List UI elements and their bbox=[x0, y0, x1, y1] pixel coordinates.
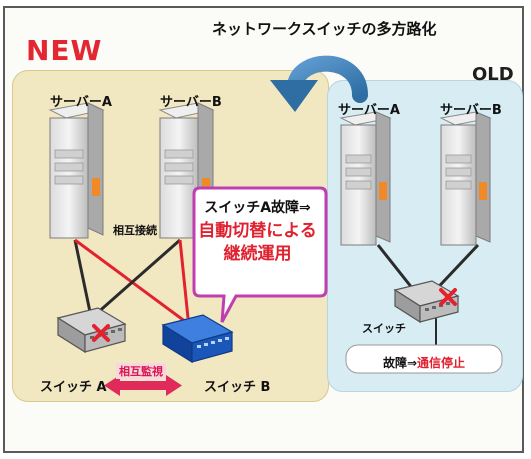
old-switch-label: スイッチ bbox=[362, 322, 406, 335]
interconnect-label: 相互接続 bbox=[113, 224, 157, 237]
new-heading: NEW bbox=[26, 34, 103, 67]
mutual-monitor-label: 相互監視 bbox=[116, 363, 166, 379]
old-server-b bbox=[439, 111, 492, 246]
new-connections bbox=[73, 238, 191, 327]
switch-b-label: スイッチ B bbox=[204, 380, 271, 395]
diagram-title: ネットワークスイッチの多方路化 bbox=[212, 20, 437, 38]
callout-text: スイッチA故障⇒ 自動切替による 継続運用 bbox=[190, 190, 325, 298]
callout-line-1: スイッチA故障⇒ bbox=[204, 200, 311, 216]
old-server-b-label: サーバーB bbox=[440, 103, 502, 118]
old-status-suffix: 通信停止 bbox=[417, 356, 466, 370]
old-switch bbox=[393, 280, 460, 324]
failure-x-mark bbox=[92, 324, 110, 342]
old-failure-x-mark bbox=[439, 288, 457, 306]
new-server-a-label: サーバーA bbox=[50, 95, 112, 110]
old-server-a bbox=[339, 111, 392, 246]
mutual-monitor-arrow bbox=[104, 375, 182, 396]
old-heading: OLD bbox=[472, 64, 514, 85]
failover-callout bbox=[192, 186, 328, 323]
transition-arrow bbox=[270, 55, 368, 112]
switch-a-label: スイッチ A bbox=[40, 380, 107, 395]
old-status-text: 故障⇒通信停止 bbox=[346, 354, 502, 371]
new-switch-b bbox=[161, 314, 234, 364]
callout-line-3: 継続運用 bbox=[223, 244, 292, 264]
old-status-box bbox=[345, 344, 503, 374]
old-status-prefix: 故障⇒ bbox=[382, 356, 418, 370]
new-server-b-label: サーバーB bbox=[160, 95, 222, 110]
old-server-a-label: サーバーA bbox=[338, 103, 400, 118]
new-server-a bbox=[48, 102, 105, 239]
new-switch-a bbox=[56, 307, 127, 354]
callout-line-2: 自動切替による bbox=[198, 221, 317, 241]
